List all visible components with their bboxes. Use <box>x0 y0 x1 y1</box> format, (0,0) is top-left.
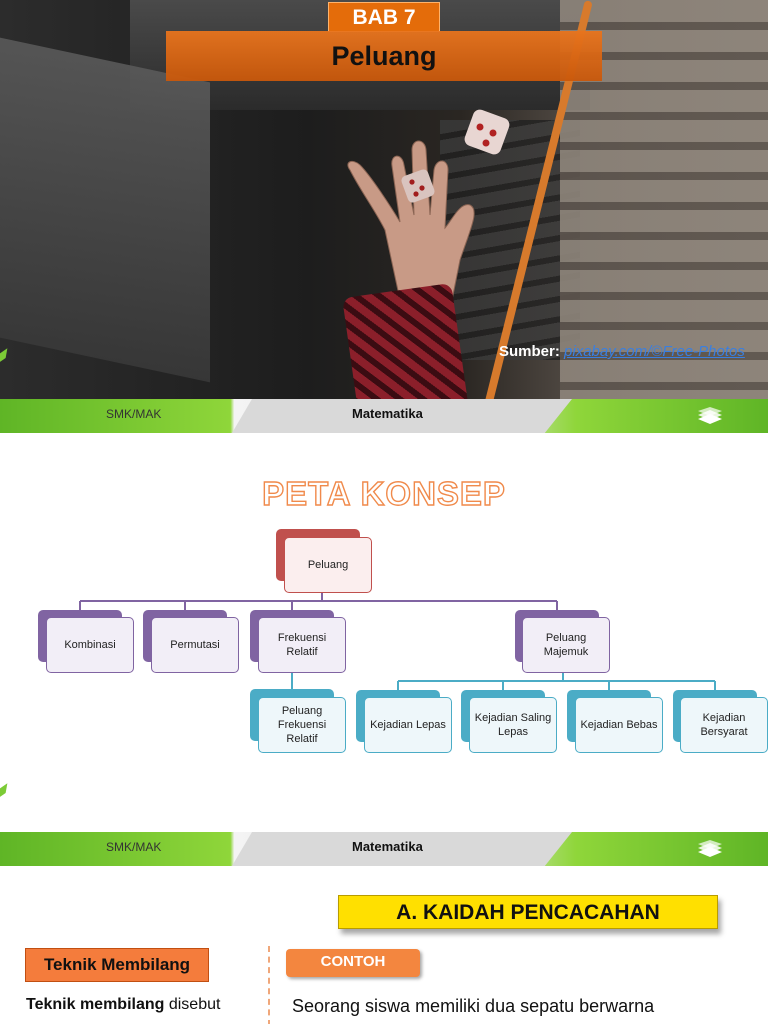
books-icon <box>698 840 722 857</box>
footer-school-label: SMK/MAK <box>106 840 162 854</box>
footer-subject-label: Matematika <box>352 839 423 854</box>
concept-node-peluang-frekuensi-relatif: Peluang Frekuensi Relatif <box>258 697 346 753</box>
title-bar <box>166 31 602 81</box>
plaid-sleeve <box>342 282 468 418</box>
topic-text: Teknik membilang disebut <box>26 996 256 1014</box>
hand-throwing-dice-image <box>347 140 475 311</box>
footer-banner: SMK/MAK Matematika <box>0 399 768 433</box>
concept-map-title: PETA KONSEP <box>261 474 506 512</box>
section-heading: A. KAIDAH PENCACAHAN <box>338 895 718 929</box>
source-label: Sumber: <box>499 343 560 360</box>
concept-node-kombinasi: Kombinasi <box>46 617 134 673</box>
cover-slide: BAB 7 Peluang Sumber: pixabay.com/©Free-… <box>0 0 768 433</box>
concept-map-slide: PETA KONSEP Peluang Kombinasi Permutasi … <box>0 433 768 866</box>
footer-banner: SMK/MAK Matematika <box>0 832 768 866</box>
example-text: Seorang siswa memiliki dua sepatu berwar… <box>292 996 655 1016</box>
books-icon <box>698 407 722 424</box>
footer-subject-label: Matematika <box>352 406 423 421</box>
page-title: Peluang <box>331 41 437 71</box>
kaidah-pencacahan-slide: A. KAIDAH PENCACAHAN Teknik Membilang Te… <box>0 866 768 1024</box>
concept-node-kejadian-lepas: Kejadian Lepas <box>364 697 452 753</box>
footer-school-label: SMK/MAK <box>106 407 162 421</box>
dice-icon <box>464 109 510 155</box>
topic-box: Teknik Membilang <box>25 948 209 982</box>
concept-node-kejadian-bersyarat: Kejadian Bersyarat <box>680 697 768 753</box>
topic-text-bold: Teknik membilang <box>26 996 165 1013</box>
dice-icon <box>401 169 435 203</box>
example-tag: CONTOH <box>286 949 420 977</box>
topic-text-rest: disebut <box>164 996 221 1013</box>
concept-node-root: Peluang <box>284 537 372 593</box>
concept-node-permutasi: Permutasi <box>151 617 239 673</box>
source-link[interactable]: pixabay.com/©Free-Photos <box>564 343 745 360</box>
concept-node-kejadian-saling-lepas: Kejadian Saling Lepas <box>469 697 557 753</box>
chapter-label: BAB 7 <box>328 2 440 32</box>
concept-map-connectors <box>79 593 716 690</box>
background-wall <box>0 37 210 383</box>
column-divider <box>268 946 270 1024</box>
image-source: Sumber: pixabay.com/©Free-Photos <box>499 341 749 362</box>
concept-node-kejadian-bebas: Kejadian Bebas <box>575 697 663 753</box>
concept-node-peluang-majemuk: Peluang Majemuk <box>522 617 610 673</box>
concept-node-frekuensi-relatif: Frekuensi Relatif <box>258 617 346 673</box>
